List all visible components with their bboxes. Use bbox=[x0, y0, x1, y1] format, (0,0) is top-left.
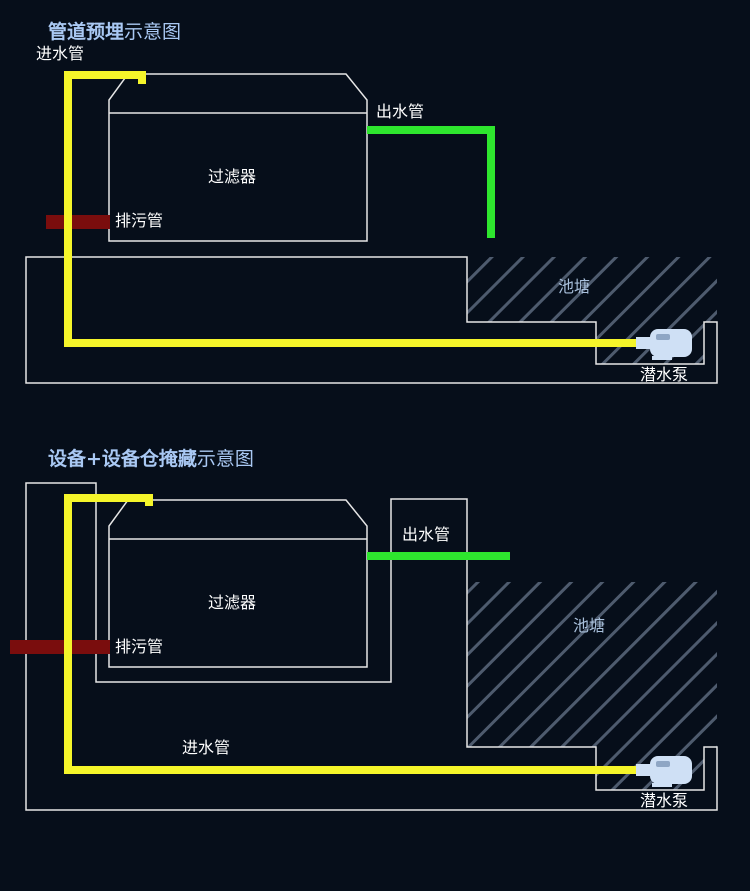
diagram1-outlet-pipe bbox=[367, 126, 495, 238]
diagram2-pond-hatch bbox=[467, 582, 717, 790]
diagram1-inlet-label: 进水管 bbox=[36, 44, 85, 63]
diagram2-graphics bbox=[10, 482, 718, 811]
diagram1-graphics bbox=[25, 71, 718, 384]
diagram1-title-bold: 管道预埋 bbox=[48, 21, 125, 43]
diagram1-title: 管道预埋示意图 bbox=[48, 21, 181, 43]
diagram2-pump-label: 潜水泵 bbox=[640, 791, 689, 810]
diagram1-filter-box bbox=[108, 73, 368, 242]
diagram2-title: 设备+设备仓掩藏示意图 bbox=[48, 448, 254, 470]
diagram1-pump-icon bbox=[636, 329, 692, 360]
diagram2-filter-box bbox=[108, 499, 368, 668]
diagram2-pond-label: 池塘 bbox=[573, 616, 606, 635]
diagram2-filter-label: 过滤器 bbox=[208, 593, 257, 612]
diagram1-ground-outline bbox=[25, 256, 718, 384]
diagram2-inlet-pipe bbox=[64, 494, 640, 774]
diagram1-inlet-pipe bbox=[64, 71, 640, 347]
diagram1-pump-label: 潜水泵 bbox=[640, 365, 689, 384]
diagram1-filter-label: 过滤器 bbox=[208, 167, 257, 186]
diagram1-pond-label: 池塘 bbox=[558, 277, 591, 296]
diagram2-pump-icon bbox=[636, 756, 692, 787]
diagram2-title-bold: 设备+设备仓掩藏 bbox=[48, 448, 197, 470]
diagram1-title-rest: 示意图 bbox=[124, 21, 182, 43]
diagram2-inlet-label: 进水管 bbox=[182, 738, 231, 757]
diagram1-drain-label: 排污管 bbox=[115, 211, 164, 230]
diagram2-drain-label: 排污管 bbox=[115, 637, 164, 656]
diagram2-ground-outline bbox=[25, 482, 718, 811]
diagram1-outlet-label: 出水管 bbox=[376, 102, 425, 121]
diagram2-outlet-label: 出水管 bbox=[402, 525, 451, 544]
diagram2-title-rest: 示意图 bbox=[196, 448, 254, 470]
